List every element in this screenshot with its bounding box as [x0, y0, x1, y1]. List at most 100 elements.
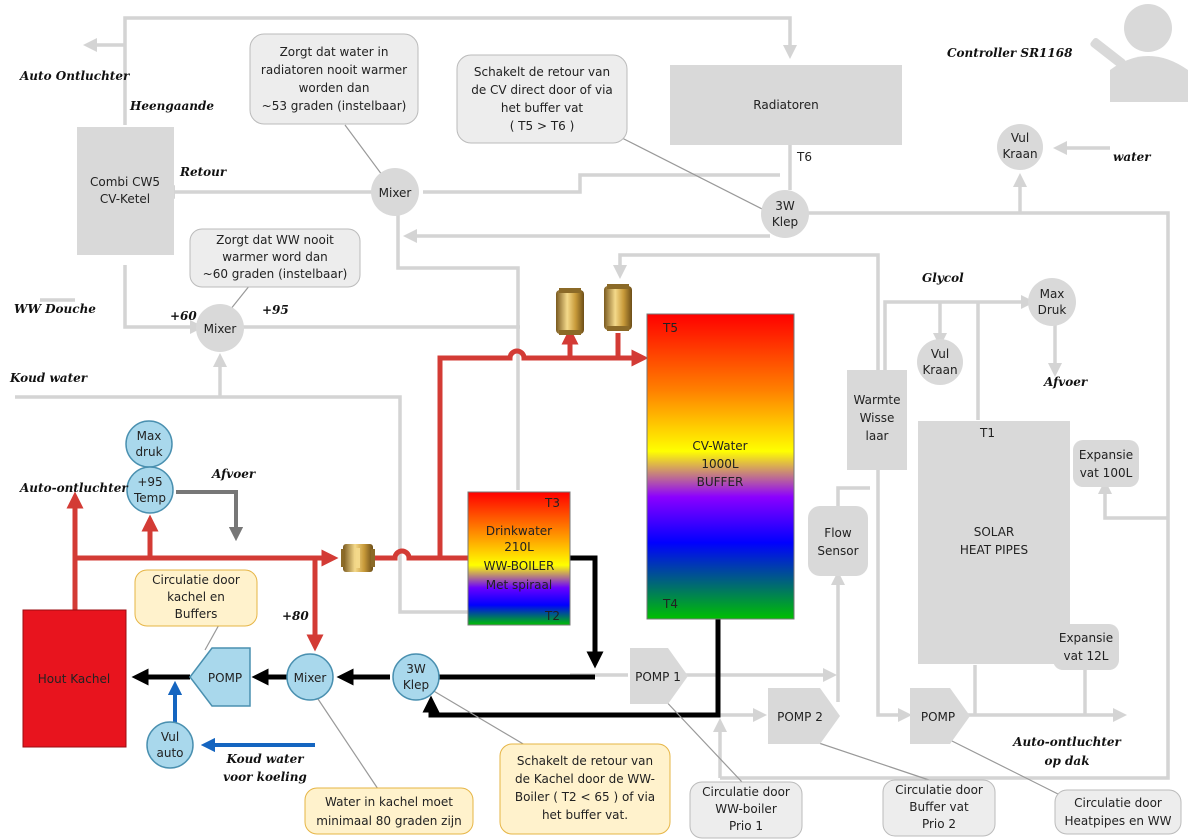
callout-prio1: Circulatie door WW-boiler Prio 1 — [689, 781, 803, 839]
klep-top: 3W Klep — [761, 190, 809, 238]
svg-text:WW-boiler: WW-boiler — [715, 802, 777, 816]
svg-text:Koud water: Koud water — [225, 752, 305, 766]
svg-text:+95: +95 — [137, 475, 162, 489]
svg-text:POMP 1: POMP 1 — [635, 670, 681, 684]
drain-pipe — [176, 490, 244, 542]
svg-text:vat 12L: vat 12L — [1064, 649, 1109, 663]
svg-text:POMP: POMP — [208, 671, 242, 685]
mixer-ww: Mixer — [196, 304, 244, 352]
vul-kraan-top: Vul Kraan — [997, 124, 1043, 170]
ww-boiler: T3 T2 Drinkwater 210L WW-BOILER Met spir… — [467, 491, 571, 626]
callout-heatpipes: Circulatie door Heatpipes en WW — [1054, 789, 1182, 835]
callout-retour-note: Schakelt de retour van de CV direct door… — [456, 54, 628, 144]
callout-prio2: Circulatie door Buffer vat Prio 2 — [882, 779, 996, 837]
svg-text:het buffer vat: het buffer vat — [501, 101, 584, 115]
expansie-100l: Expansie vat 100L — [1073, 440, 1139, 487]
max-druk-left: Max druk — [125, 420, 173, 468]
svg-text:1000L: 1000L — [701, 457, 739, 471]
pomp-kachel: POMP — [189, 647, 251, 707]
svg-text:Heatpipes en WW: Heatpipes en WW — [1064, 814, 1171, 828]
cold-pipes — [167, 680, 315, 753]
svg-text:Koud water: Koud water — [9, 371, 89, 385]
max-druk-glycol: Max Druk — [1028, 278, 1076, 326]
svg-text:auto: auto — [156, 746, 183, 760]
svg-text:BUFFER: BUFFER — [697, 475, 744, 489]
svg-text:Prio 1: Prio 1 — [729, 819, 763, 833]
warmte-wisselaar: Warmte Wisse laar — [847, 370, 907, 470]
svg-text:T5: T5 — [662, 321, 678, 335]
svg-text:210L: 210L — [504, 540, 534, 554]
svg-text:T3: T3 — [544, 496, 560, 510]
callout-ww-note: Zorgt dat WW nooit warmer word dan ~60 g… — [189, 228, 361, 288]
return-pipes — [131, 555, 721, 718]
svg-text:Circulatie door: Circulatie door — [152, 573, 240, 587]
svg-text:( T5 > T6 ): ( T5 > T6 ) — [510, 119, 575, 133]
temp-gauge: +95 Temp — [126, 466, 174, 514]
svg-text:Max: Max — [137, 429, 162, 443]
svg-text:de Kachel door de WW-: de Kachel door de WW- — [515, 772, 655, 786]
svg-text:Warmte: Warmte — [854, 393, 901, 407]
svg-text:op dak: op dak — [1044, 754, 1089, 768]
svg-text:Boiler ( T2 < 65 ) of via: Boiler ( T2 < 65 ) of via — [515, 790, 655, 804]
svg-text:Zorgt dat water in: Zorgt dat water in — [280, 45, 389, 59]
svg-text:T4: T4 — [662, 597, 678, 611]
svg-text:WW Douche: WW Douche — [14, 302, 96, 316]
brass-valve-icon — [341, 544, 375, 572]
svg-text:Druk: Druk — [1038, 303, 1067, 317]
svg-text:kachel en: kachel en — [167, 590, 225, 604]
svg-text:+80: +80 — [282, 609, 309, 623]
svg-text:+60: +60 — [170, 309, 197, 323]
svg-text:Heengaande: Heengaande — [129, 99, 214, 113]
callout-circ-kachel: Circulatie door kachel en Buffers — [134, 569, 258, 627]
svg-text:Glycol: Glycol — [922, 271, 964, 285]
svg-text:SOLAR: SOLAR — [974, 525, 1015, 539]
svg-text:POMP: POMP — [921, 710, 955, 724]
person-icon — [1090, 4, 1188, 102]
svg-text:Circulatie door: Circulatie door — [702, 785, 790, 799]
hot-pipes — [66, 327, 649, 652]
svg-text:Circulatie door: Circulatie door — [895, 783, 983, 797]
svg-text:Wisse: Wisse — [860, 411, 895, 425]
svg-text:Zorgt dat WW nooit: Zorgt dat WW nooit — [216, 233, 334, 247]
svg-text:Combi CW5: Combi CW5 — [90, 175, 160, 189]
svg-text:Mixer: Mixer — [294, 671, 327, 685]
svg-text:Vul: Vul — [931, 347, 949, 361]
combi-cv-ketel: Combi CW5 CV-Ketel — [77, 127, 174, 255]
svg-text:Buffer vat: Buffer vat — [909, 800, 969, 814]
solar-heat-pipes: T1 SOLAR HEAT PIPES — [918, 421, 1070, 664]
svg-text:Vul: Vul — [1011, 131, 1029, 145]
svg-text:Klep: Klep — [772, 215, 798, 229]
svg-text:minimaal 80 graden zijn: minimaal 80 graden zijn — [316, 814, 462, 828]
mixer-kachel: Mixer — [286, 653, 334, 701]
svg-text:Circulatie door: Circulatie door — [1074, 796, 1162, 810]
svg-text:Flow: Flow — [824, 526, 852, 540]
svg-text:HEAT PIPES: HEAT PIPES — [960, 543, 1028, 557]
svg-text:Schakelt de retour van: Schakelt de retour van — [517, 754, 653, 768]
svg-text:Klep: Klep — [403, 678, 429, 692]
svg-text:3W: 3W — [775, 199, 795, 213]
svg-text:Auto-ontluchter: Auto-ontluchter — [19, 481, 129, 495]
svg-text:Buffers: Buffers — [175, 607, 218, 621]
brass-valve-icon — [604, 284, 632, 331]
svg-text:Met spiraal: Met spiraal — [486, 578, 552, 592]
svg-text:Sensor: Sensor — [817, 544, 858, 558]
svg-text:worden dan: worden dan — [299, 81, 370, 95]
brass-valve-icon — [556, 288, 584, 335]
vul-kraan-glycol: Vul Kraan — [917, 339, 963, 385]
gray-pipes — [15, 16, 1170, 780]
expansie-12l: Expansie vat 12L — [1053, 624, 1119, 670]
svg-text:voor koeling: voor koeling — [223, 770, 307, 784]
svg-text:T2: T2 — [544, 609, 560, 623]
callout-klep-note: Schakelt de retour van de Kachel door de… — [499, 743, 671, 835]
svg-text:POMP 2: POMP 2 — [777, 710, 823, 724]
pomp-solar: POMP — [910, 688, 970, 744]
svg-text:Expansie: Expansie — [1059, 631, 1113, 645]
svg-text:Mixer: Mixer — [379, 186, 412, 200]
svg-text:water: water — [1113, 150, 1152, 164]
svg-text:CV-Ketel: CV-Ketel — [100, 192, 150, 206]
vul-auto: Vul auto — [146, 721, 194, 769]
callout-kachel-temp: Water in kachel moet minimaal 80 graden … — [304, 787, 474, 835]
svg-text:het buffer vat.: het buffer vat. — [542, 808, 628, 822]
svg-text:laar: laar — [866, 429, 889, 443]
svg-text:radiatoren nooit warmer: radiatoren nooit warmer — [261, 63, 407, 77]
